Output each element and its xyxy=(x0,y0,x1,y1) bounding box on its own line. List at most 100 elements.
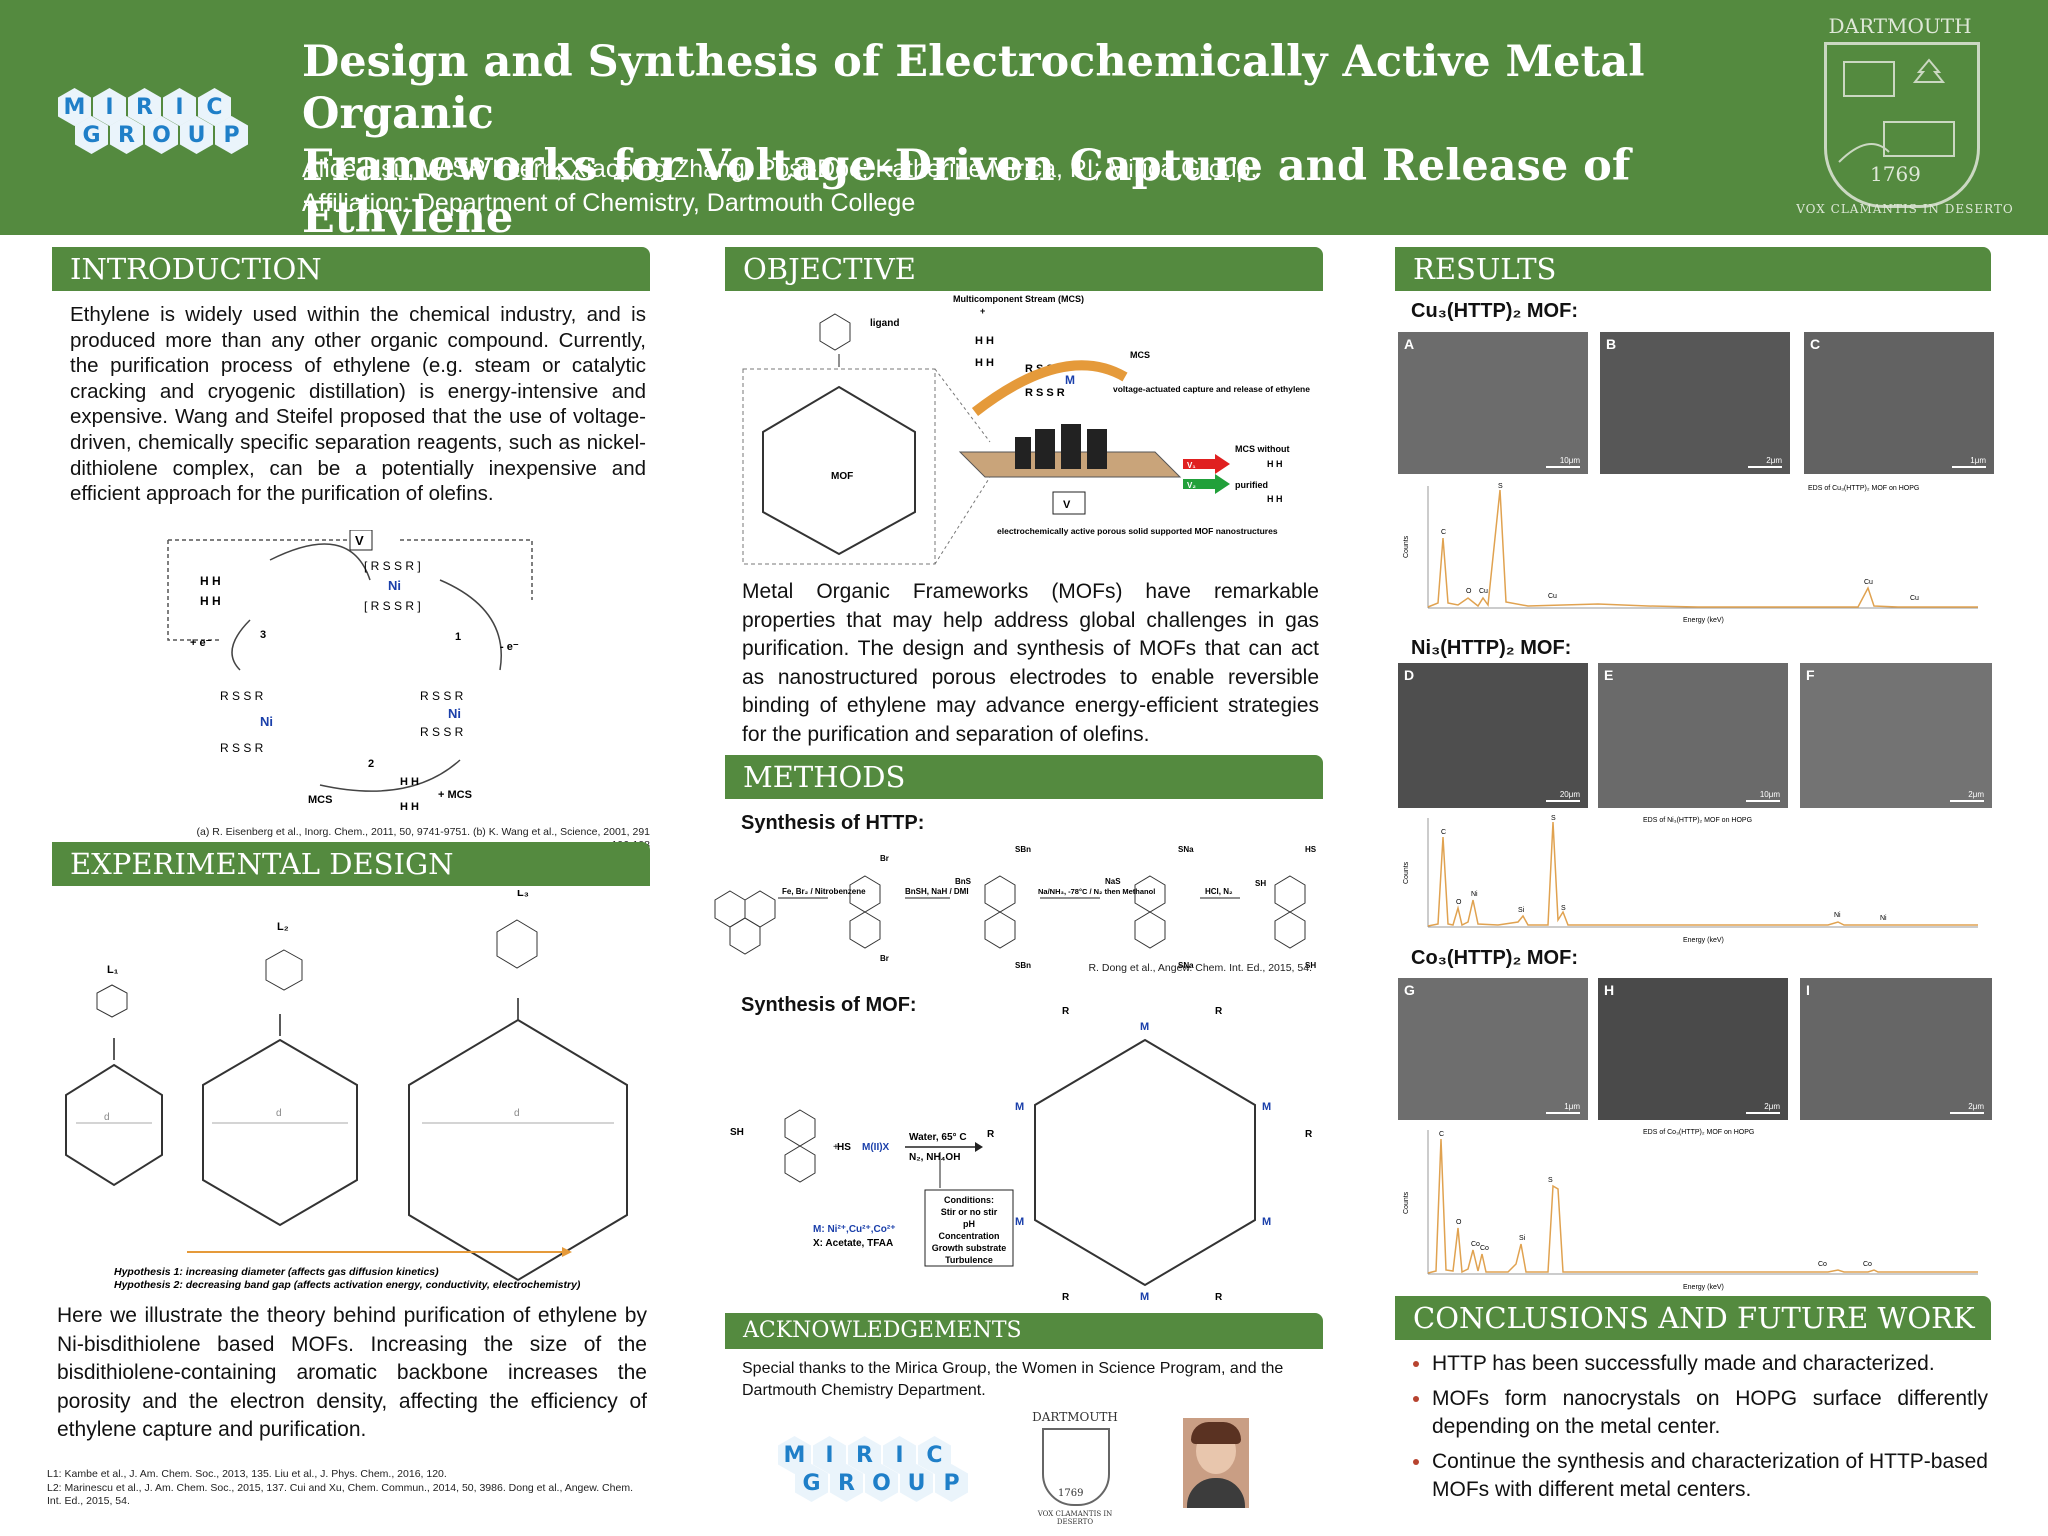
logo-letter: U xyxy=(180,116,213,154)
svg-text:H H: H H xyxy=(1267,459,1283,469)
seal-motto: VOX CLAMANTIS IN DESERTO xyxy=(1037,1510,1113,1526)
conclusions-list: HTTP has been successfully made and char… xyxy=(1402,1350,1988,1511)
eds-xlabel: Energy (keV) xyxy=(1683,1284,1724,1291)
experimental-reference-2: L2: Marinescu et al., J. Am. Chem. Soc.,… xyxy=(47,1482,633,1507)
intern-photo xyxy=(1183,1418,1249,1508)
author-block: Alice Hsu, WISP Intern; Xiaoping Zhang, … xyxy=(302,152,1257,220)
objective-heading: OBJECTIVE xyxy=(725,247,1323,291)
step-1-label: 1 xyxy=(455,631,461,643)
br-group: Br xyxy=(880,854,889,863)
condition-item: Turbulence xyxy=(945,1255,993,1265)
svg-text:R S S R: R S S R xyxy=(220,689,264,703)
electrode-label: electrochemically active porous solid su… xyxy=(997,526,1278,536)
scale-bar xyxy=(1746,1112,1780,1114)
peak-label: S xyxy=(1498,483,1503,490)
svg-text:[ R S S R ]: [ R S S R ] xyxy=(364,599,421,613)
logo-letter: P xyxy=(215,116,248,154)
scale-label: 2μm xyxy=(1766,456,1782,465)
ni-label: Ni xyxy=(448,706,461,721)
anions-list: X: Acetate, TFAA xyxy=(813,1238,893,1249)
condition-item: Concentration xyxy=(938,1231,999,1241)
http-synthesis-scheme: Fe, Br₂ / Nitrobenzene Br Br BnSH, NaH /… xyxy=(714,845,1317,970)
nas-group: NaS xyxy=(1105,877,1121,886)
peak-label: Co xyxy=(1818,1261,1827,1268)
panel-label: H xyxy=(1604,982,1615,998)
sbn-group: SBn xyxy=(1015,961,1031,970)
eds-spectrum-co: EDS of Co₃(HTTP)₂ MOF on HOPG Counts C O… xyxy=(1403,1129,1978,1291)
metal-node: M xyxy=(1015,1216,1024,1228)
bns-group: BnS xyxy=(955,877,972,886)
experimental-design-figure: L₁ L₂ L₃ d d d Hypothesis 1: increasing … xyxy=(65,890,628,1291)
step-2-reagent: BnSH, NaH / DMI xyxy=(905,887,969,896)
ni-label: Ni xyxy=(260,714,273,729)
conclusions-heading: CONCLUSIONS AND FUTURE WORK xyxy=(1395,1296,1991,1340)
hs-group: HS xyxy=(837,1142,851,1153)
peak-label: Ni xyxy=(1880,915,1887,922)
sem-image-g: G 1μm xyxy=(1398,978,1588,1120)
seal-drawing xyxy=(1838,58,1955,163)
ni-label: Ni xyxy=(388,578,401,593)
poster-title: Design and Synthesis of Electrochemicall… xyxy=(302,36,1762,244)
peak-label: Ni xyxy=(1471,891,1478,898)
logo-letter: G xyxy=(795,1464,828,1502)
eds-title: EDS of Co₃(HTTP)₂ MOF on HOPG xyxy=(1643,1129,1754,1136)
hypothesis-2: Hypothesis 2: decreasing band gap (affec… xyxy=(114,1279,581,1291)
peak-label: S xyxy=(1548,1177,1553,1184)
introduction-heading: INTRODUCTION xyxy=(52,247,650,291)
peak-label: Cu xyxy=(1479,588,1488,595)
eds-ylabel: Counts xyxy=(1403,535,1410,558)
peak-label: S xyxy=(1551,815,1556,822)
voltage-label: V xyxy=(355,533,364,548)
affiliation: Affiliation: Department of Chemistry, Da… xyxy=(302,189,916,217)
metal-node: M xyxy=(1262,1216,1271,1228)
ligand-l1: L₁ xyxy=(107,964,119,976)
scale-bar xyxy=(1950,800,1984,802)
acknowledgements-heading: ACKNOWLEDGEMENTS xyxy=(725,1313,1323,1349)
panel-label: F xyxy=(1806,667,1815,683)
step-2-label: 2 xyxy=(368,758,374,770)
sem-image-a: A 10μm xyxy=(1398,332,1588,474)
peak-label: O xyxy=(1466,588,1472,595)
panel-label: E xyxy=(1604,667,1614,683)
acknowledgements-text: Special thanks to the Mirica Group, the … xyxy=(742,1360,1284,1399)
dartmouth-seal: DARTMOUTH 1769 VOX CLAMANTIS IN DESERTO xyxy=(1790,14,2030,219)
r-group: R xyxy=(1215,1006,1223,1017)
svg-text:H H: H H xyxy=(200,594,221,608)
minus-e-label: - e⁻ xyxy=(500,641,519,653)
scale-bar xyxy=(1950,1112,1984,1114)
diameter-label: d xyxy=(514,1108,520,1119)
diameter-label: d xyxy=(104,1112,110,1123)
metal-reagent: M(II)X xyxy=(862,1142,890,1153)
svg-text:H H: H H xyxy=(400,776,419,788)
scale-bar xyxy=(1952,466,1986,468)
r-group: R xyxy=(1062,1006,1070,1017)
panel-label: I xyxy=(1806,982,1810,998)
methods-heading: METHODS xyxy=(725,755,1323,799)
condition-item: Growth substrate xyxy=(932,1243,1007,1253)
scale-label: 1μm xyxy=(1564,1102,1580,1111)
step-3-label: 3 xyxy=(260,629,266,641)
sem-image-d: D 20μm xyxy=(1398,663,1588,808)
logo-letter: U xyxy=(900,1464,933,1502)
http-reference: R. Dong et al., Angew. Chem. Int. Ed., 2… xyxy=(1088,962,1312,974)
eds-ylabel: Counts xyxy=(1403,861,1410,884)
voltage-actuated-label: voltage-actuated capture and release of … xyxy=(1113,384,1310,394)
sna-group: SNa xyxy=(1178,845,1194,854)
conclusion-item: MOFs form nanocrystals on HOPG surface d… xyxy=(1432,1385,1988,1442)
peak-label: Co xyxy=(1471,1241,1480,1248)
seal-year: 1769 xyxy=(1058,1488,1084,1499)
synthesis-http-title: Synthesis of HTTP: xyxy=(741,812,925,834)
v2-label: V₂ xyxy=(1187,481,1196,490)
result-title-co: Co₃(HTTP)₂ MOF: xyxy=(1411,947,1578,969)
svg-text:R S S R: R S S R xyxy=(420,689,464,703)
results-heading: RESULTS xyxy=(1395,247,1991,291)
peak-label: Cu xyxy=(1910,595,1919,602)
eds-xlabel: Energy (keV) xyxy=(1683,617,1724,624)
peak-label: Ni xyxy=(1834,912,1841,919)
condition-item: Stir or no stir xyxy=(941,1207,998,1217)
logo-letter: O xyxy=(145,116,178,154)
seal-motto: VOX CLAMANTIS IN DESERTO xyxy=(1796,202,2014,216)
plus-e-label: + e⁻ xyxy=(190,637,212,649)
plus-label: + xyxy=(980,306,985,316)
mcs-stream-label: Multicomponent Stream (MCS) xyxy=(953,294,1084,304)
